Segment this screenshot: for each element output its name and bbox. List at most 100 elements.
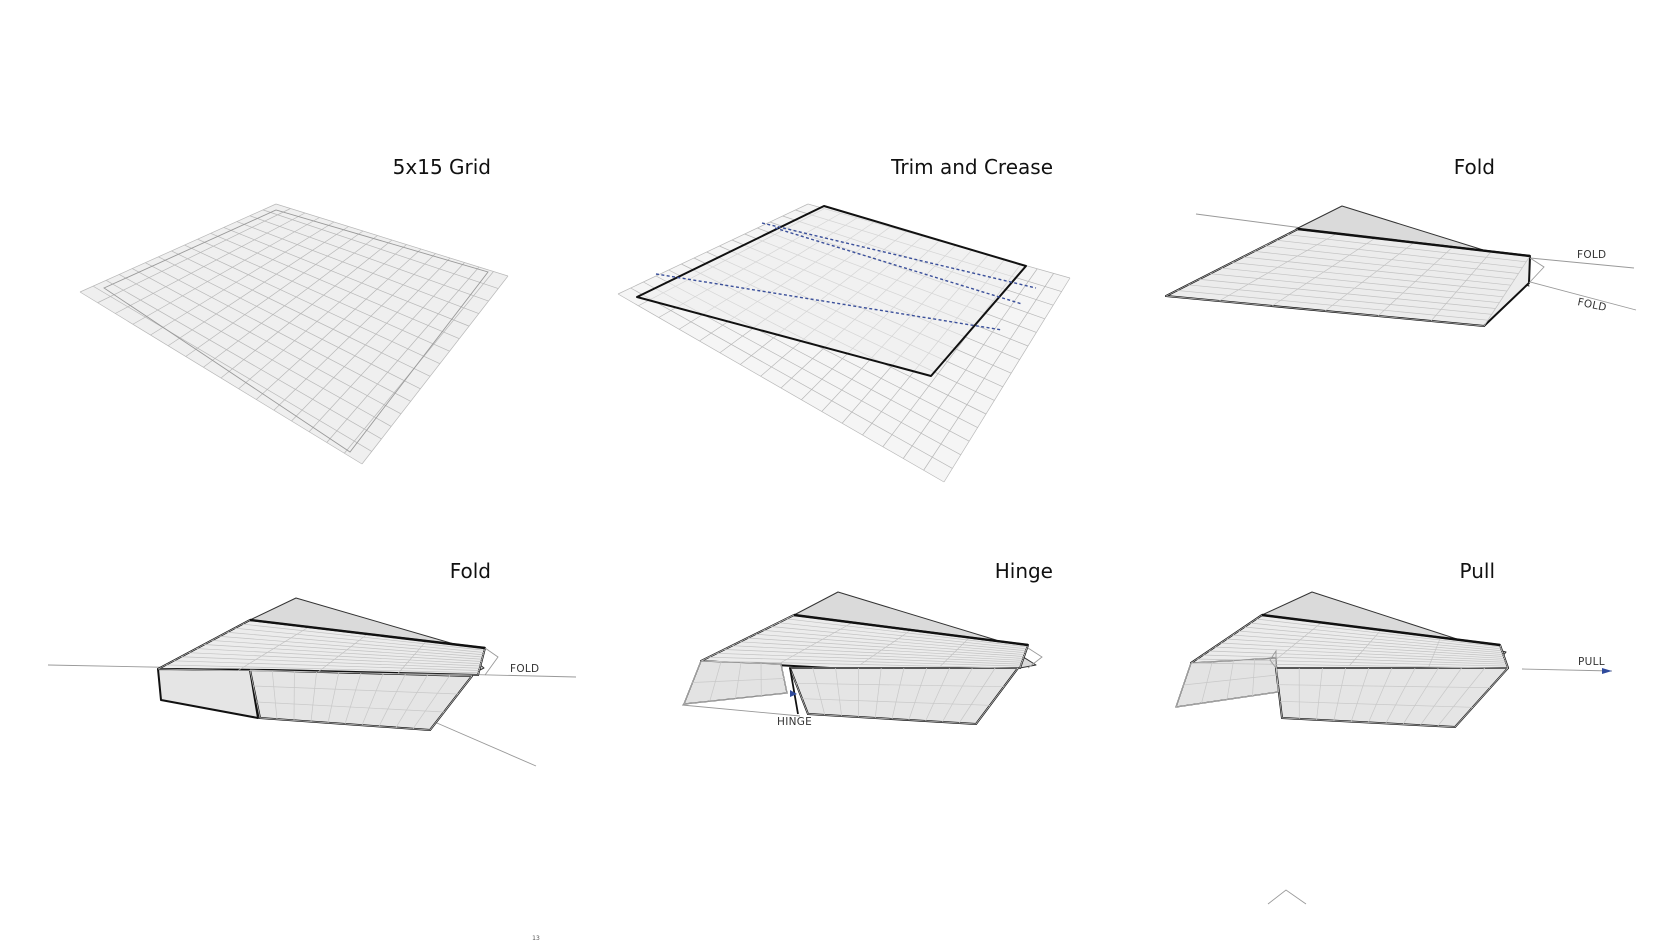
panel-title-fold-1: Fold: [1454, 155, 1495, 179]
panel-title-pull: Pull: [1460, 559, 1496, 583]
grid-line: [291, 257, 451, 422]
fold-2-edge: [249, 618, 486, 650]
grid-line: [412, 675, 451, 729]
grid-sheet: [80, 204, 508, 464]
grid-line: [1402, 667, 1439, 725]
panel-title-grid: 5x15 Grid: [393, 155, 491, 179]
grid-line: [1190, 657, 1277, 664]
panel-title-fold-2: Fold: [450, 559, 491, 583]
grid-line: [1333, 667, 1346, 721]
grid-line: [942, 667, 973, 723]
grid-line: [807, 713, 977, 725]
grid-line: [203, 235, 378, 368]
grid-lines: [79, 203, 509, 465]
grid-line: [925, 667, 950, 722]
grid-line: [327, 672, 340, 723]
hinge-arrow-icon: [790, 690, 797, 697]
grid-line: [79, 203, 277, 293]
fold-2-side-left: [157, 668, 259, 719]
grid-line: [1385, 667, 1416, 724]
fold-1-grid-lines: [1165, 228, 1531, 327]
grid-line: [167, 226, 349, 347]
grid-line: [220, 239, 393, 379]
grid-line: [249, 669, 261, 719]
page-number: 13: [532, 935, 540, 942]
grid-line: [943, 277, 1071, 483]
fold-edge-1: [1297, 227, 1531, 258]
label-fold-2: FOLD: [510, 663, 539, 675]
grid-line: [958, 667, 996, 724]
grid-line: [891, 667, 905, 720]
grid-line: [1279, 700, 1473, 708]
pull-axis: [1521, 668, 1613, 672]
grid-line: [397, 640, 427, 674]
grid-line: [700, 614, 795, 662]
hinge-panel-right: [789, 667, 1019, 725]
pull-edge: [1261, 613, 1501, 647]
panel-fold-2: Fold FOLD: [47, 559, 577, 767]
grid-line: [1483, 255, 1531, 327]
label-pull: PULL: [1578, 656, 1605, 668]
grid-line: [617, 203, 809, 295]
grid-line: [326, 266, 480, 443]
grid-line: [1190, 614, 1263, 664]
decorative-chevron-icon: [1267, 889, 1307, 905]
grid-line: [259, 717, 431, 731]
grid-line: [795, 682, 1005, 688]
grid-line: [361, 275, 509, 465]
grid-line: [683, 692, 788, 705]
grid-inner-boundary: [103, 209, 489, 453]
grid-line: [812, 667, 826, 716]
label-fold-lower: FOLD: [1576, 296, 1607, 314]
grid-line: [1420, 667, 1462, 726]
grid-line: [361, 673, 384, 726]
grid-line: [789, 667, 809, 715]
grid-line: [1316, 667, 1323, 720]
grid-line: [310, 671, 317, 722]
grid-line: [835, 667, 842, 717]
grid-line: [395, 674, 428, 728]
fold-2-side-right: [249, 669, 473, 731]
grid-line: [1218, 233, 1337, 302]
grid-line: [157, 619, 251, 670]
panel-grid: 5x15 Grid: [79, 155, 509, 465]
grid-line: [1350, 667, 1370, 722]
grid-line: [1368, 667, 1393, 723]
grid-line: [1349, 629, 1382, 666]
fold-2-axis-diagonal: [429, 719, 537, 767]
grid-line: [1454, 667, 1509, 728]
grid-line: [1499, 644, 1509, 669]
pull-panel-right: [1275, 667, 1509, 728]
grid-line: [308, 262, 465, 432]
fold-2-tab: [484, 647, 499, 676]
grid-line: [132, 217, 320, 325]
panel-pull: Pull PULL: [1175, 559, 1613, 728]
hinge-axis: [681, 704, 801, 717]
grid-line: [273, 253, 436, 411]
panel-fold-1: Fold FOLD FOLD: [1165, 155, 1637, 327]
grid-line: [940, 637, 970, 667]
grid-line: [150, 221, 335, 336]
pull-grid-lines: [1175, 614, 1509, 728]
grid-line: [344, 672, 362, 725]
grid-line: [923, 273, 1054, 471]
label-fold-upper: FOLD: [1577, 249, 1606, 261]
grid-line: [874, 667, 882, 719]
grid-line: [271, 670, 278, 720]
label-hinge: HINGE: [777, 716, 812, 728]
grid-line: [860, 629, 912, 665]
grid-line: [1281, 717, 1456, 728]
hinge-line: [789, 667, 799, 715]
grid-line: [700, 660, 782, 665]
trimmed-sheet: [636, 205, 1027, 377]
grid-line: [780, 622, 853, 664]
grid-line: [256, 701, 445, 713]
hinge-grid-lines: [683, 614, 1029, 725]
grid-line: [238, 244, 407, 390]
pull-notch: [1269, 649, 1277, 670]
grid-line: [185, 230, 364, 357]
grid-line: [801, 698, 991, 706]
panel-trim-crease: Trim and Crease: [617, 155, 1071, 483]
grid-line: [1428, 637, 1441, 667]
